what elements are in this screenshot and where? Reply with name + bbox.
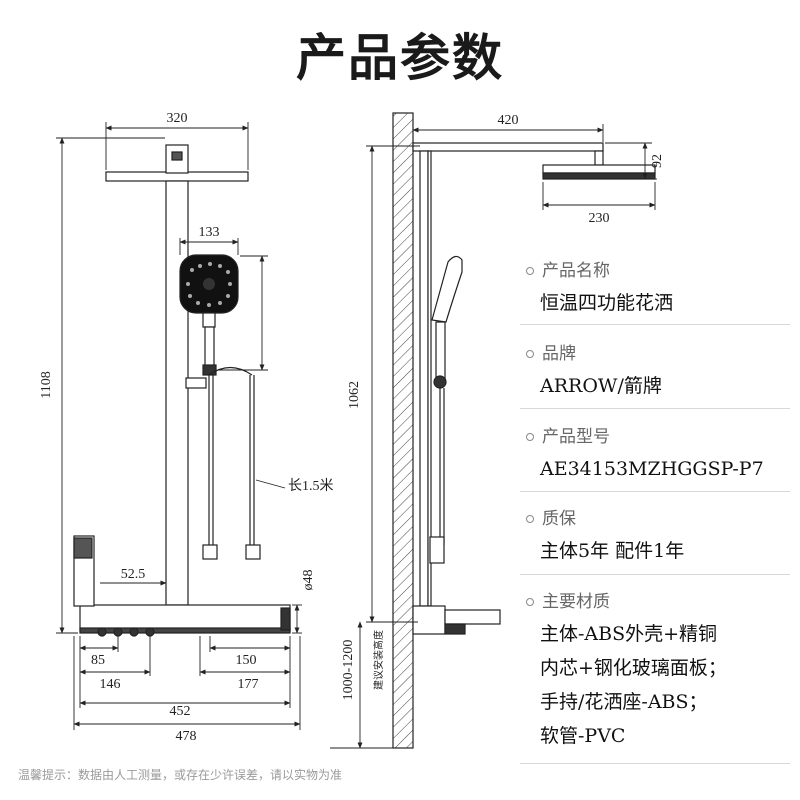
divider xyxy=(520,408,790,409)
dim-total-height: 1108 xyxy=(39,371,54,398)
front-dimension-labels: 320 1108 133 长1.5米 52.5 ø48 85 150 146 1… xyxy=(39,111,334,744)
spec-label: 质保 xyxy=(542,509,576,529)
bullet-icon xyxy=(526,349,534,358)
side-dimension-labels: 420 92 230 1062 1000-1200 建议安装高度 xyxy=(341,113,665,700)
footer-tip: 温馨提示：数据由人工测量，或存在少许误差，请以实物为准 xyxy=(18,768,343,782)
dim-177: 177 xyxy=(238,677,259,692)
side-dimensions xyxy=(330,124,657,749)
material-line: 软管-PVC xyxy=(540,725,626,747)
dim-install-height: 1000-1200 xyxy=(341,640,356,701)
dim-452: 452 xyxy=(170,704,191,719)
dim-head-width: 320 xyxy=(167,111,188,126)
dim-hose-length: 长1.5米 xyxy=(288,478,334,494)
spec-label: 品牌 xyxy=(542,344,576,364)
spec-value: ARROW/箭牌 xyxy=(540,375,662,397)
dim-hand-width: 133 xyxy=(199,225,220,240)
spec-label: 主要材质 xyxy=(542,592,610,612)
material-line: 手持/花洒座-ABS； xyxy=(540,691,708,713)
dim-head-drop: 92 xyxy=(650,154,665,168)
material-line: 主体-ABS外壳+精铜 xyxy=(540,623,718,645)
spec-value-material: 主体-ABS外壳+精铜 内芯+钢化玻璃面板； 手持/花洒座-ABS； 软管-PV… xyxy=(540,617,727,753)
dim-146: 146 xyxy=(100,677,121,692)
spec-value: 主体5年 配件1年 xyxy=(540,540,685,562)
dim-arm-length: 420 xyxy=(498,113,519,128)
page-title: 产品参数 xyxy=(296,28,504,87)
dim-install-note: 建议安装高度 xyxy=(372,630,385,690)
bullet-icon xyxy=(526,597,534,606)
dim-body-height: ø48 xyxy=(301,570,316,591)
dim-85: 85 xyxy=(91,653,105,668)
front-dimensions xyxy=(56,122,302,730)
dim-478: 478 xyxy=(176,729,197,744)
divider xyxy=(520,324,790,325)
side-riser xyxy=(419,150,429,607)
side-arm xyxy=(412,142,604,152)
divider xyxy=(520,763,790,764)
side-rain-head xyxy=(542,164,656,174)
side-wall xyxy=(392,112,414,749)
bullet-icon xyxy=(526,514,534,523)
side-thermostat-body xyxy=(412,605,446,635)
spec-label: 产品型号 xyxy=(542,427,610,447)
divider xyxy=(520,491,790,492)
front-hose xyxy=(208,375,214,545)
bullet-icon xyxy=(526,432,534,441)
front-hand-shower-handle xyxy=(204,326,215,368)
dim-offset: 52.5 xyxy=(121,567,146,582)
front-riser-pipe xyxy=(165,180,189,606)
side-hand-shower xyxy=(431,255,463,323)
spec-value: AE34153MZHGGSP-P7 xyxy=(540,458,764,480)
side-view xyxy=(392,112,656,749)
spec-label: 产品名称 xyxy=(542,261,610,281)
front-thermostat-body xyxy=(79,604,291,632)
bullet-icon xyxy=(526,266,534,275)
dim-head-diameter: 230 xyxy=(589,211,610,226)
divider xyxy=(520,574,790,575)
spec-value: 恒温四功能花洒 xyxy=(540,292,674,314)
material-line: 内芯+钢化玻璃面板； xyxy=(540,657,727,679)
dim-side-height: 1062 xyxy=(347,381,362,409)
front-view xyxy=(73,144,291,637)
front-slide-holder xyxy=(185,377,207,389)
dim-150: 150 xyxy=(236,653,257,668)
